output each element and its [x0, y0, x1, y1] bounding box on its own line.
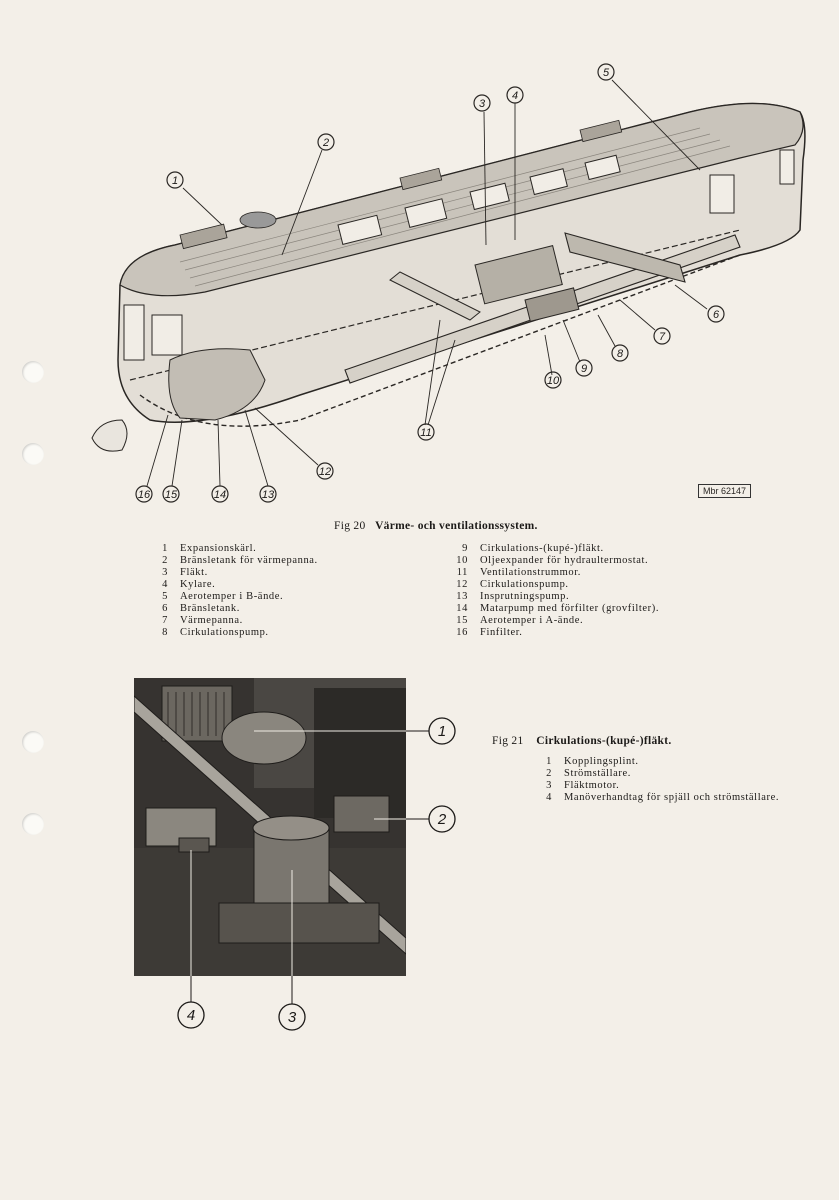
callout-15: 15 — [162, 485, 180, 503]
svg-text:16: 16 — [138, 489, 151, 501]
callout-2: 2 — [317, 133, 335, 151]
callout-10: 10 — [544, 371, 562, 389]
svg-text:9: 9 — [581, 363, 587, 375]
svg-text:4: 4 — [187, 1007, 195, 1024]
callout-12: 12 — [316, 462, 334, 480]
binder-hole — [22, 813, 44, 835]
svg-text:6: 6 — [713, 309, 720, 321]
callout-3: 3 — [473, 94, 491, 112]
svg-text:4: 4 — [512, 90, 518, 102]
fig21-callouts: 1 2 3 4 — [177, 717, 456, 1031]
fig20-caption-title: Värme- och ventilationssystem. — [375, 520, 538, 532]
fan-photo-render — [134, 678, 406, 976]
callout-6: 6 — [707, 305, 725, 323]
callout-4: 4 — [506, 86, 524, 104]
svg-text:15: 15 — [165, 489, 178, 501]
callout-5: 5 — [597, 63, 615, 81]
svg-text:1: 1 — [438, 723, 446, 740]
svg-text:5: 5 — [603, 67, 610, 79]
binder-hole — [22, 731, 44, 753]
svg-text:11: 11 — [420, 427, 431, 439]
svg-text:1: 1 — [172, 175, 178, 187]
fig21-caption: Fig 21 Cirkulations-(kupé-)fläkt. — [492, 735, 672, 747]
fig20-caption-prefix: Fig 20 — [334, 520, 366, 532]
circulation-fan-photo — [134, 678, 406, 976]
callout-7: 7 — [653, 327, 671, 345]
reference-code: Mbr 62147 — [698, 484, 752, 498]
svg-text:3: 3 — [288, 1009, 297, 1026]
fig20-callouts: 1 2 3 4 5 6 7 8 9 10 11 12 13 14 15 16 — [135, 63, 725, 503]
fig20-caption: Fig 20 Värme- och ventilationssystem. — [334, 520, 538, 532]
callout-1: 1 — [166, 171, 184, 189]
svg-text:7: 7 — [659, 331, 666, 343]
svg-text:2: 2 — [437, 811, 447, 828]
callout-9: 9 — [575, 359, 593, 377]
binder-hole — [22, 443, 44, 465]
callout-8: 8 — [611, 344, 629, 362]
svg-text:10: 10 — [547, 375, 560, 387]
svg-text:2: 2 — [322, 137, 329, 149]
callout-13: 13 — [259, 485, 277, 503]
binder-hole — [22, 361, 44, 383]
photo-callout-2: 2 — [428, 805, 456, 833]
svg-text:13: 13 — [262, 489, 275, 501]
callout-16: 16 — [135, 485, 153, 503]
svg-text:8: 8 — [617, 348, 624, 360]
fig21-caption-title: Cirkulations-(kupé-)fläkt. — [536, 735, 672, 747]
photo-callout-4: 4 — [177, 1001, 205, 1029]
svg-text:3: 3 — [479, 98, 486, 110]
callout-11: 11 — [417, 423, 435, 441]
svg-text:14: 14 — [214, 489, 226, 501]
photo-callout-3: 3 — [278, 1003, 306, 1031]
svg-text:12: 12 — [319, 466, 331, 478]
railcar-cutaway-illustration: 1 2 3 4 5 6 7 8 9 10 11 12 13 14 15 16 — [91, 63, 806, 503]
photo-callout-1: 1 — [428, 717, 456, 745]
callout-14: 14 — [211, 485, 229, 503]
fig21-caption-prefix: Fig 21 — [492, 735, 524, 747]
railcar-body — [91, 102, 806, 452]
